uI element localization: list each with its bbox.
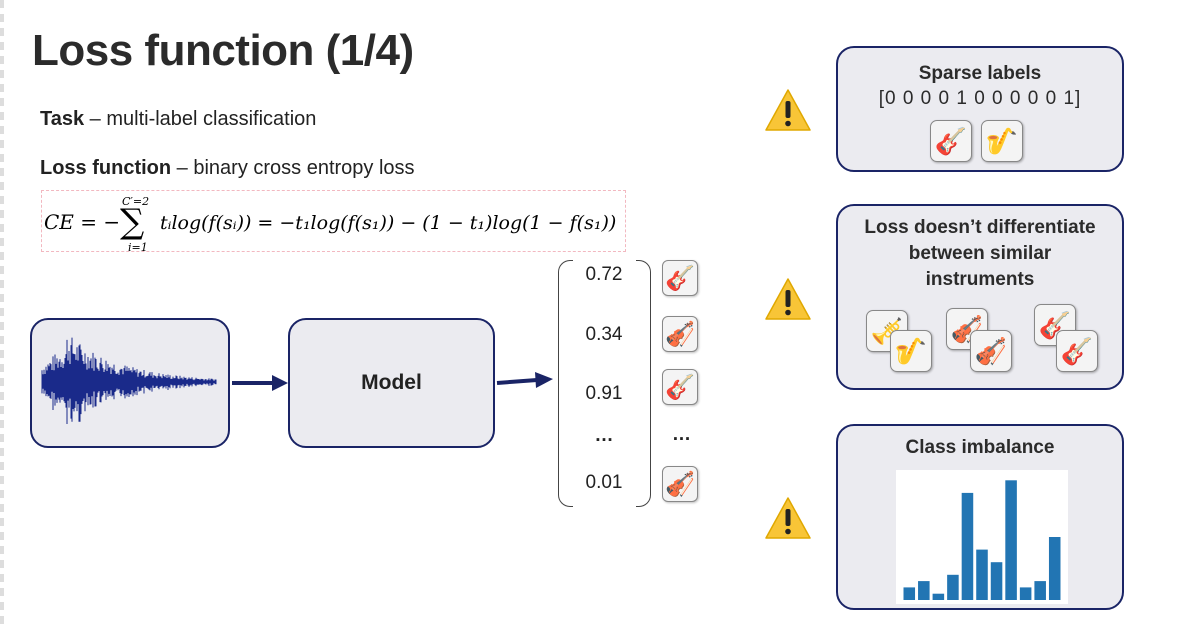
loss-label: Loss function bbox=[40, 157, 172, 179]
guitar-icon: 🎸 bbox=[662, 260, 698, 296]
arrow-to-model bbox=[232, 375, 288, 391]
imbalance-bar bbox=[918, 581, 930, 600]
score-1: 0.34 bbox=[585, 324, 623, 345]
saxophone-icon: 🎷 bbox=[890, 330, 932, 372]
imbalance-bar bbox=[1005, 480, 1017, 600]
electric-guitar-icon: 🎸 bbox=[662, 369, 698, 405]
task-line: Task – multi-label classification bbox=[40, 108, 316, 131]
model-label: Model bbox=[361, 371, 422, 394]
violin-icon: 🎻 bbox=[662, 316, 698, 352]
acoustic-guitar-icon: 🎸 bbox=[1056, 330, 1098, 372]
violin-icon: 🎻 bbox=[946, 308, 988, 350]
imbalance-bar bbox=[961, 492, 974, 600]
score-2: 0.91 bbox=[585, 383, 623, 404]
slide-edge bbox=[0, 0, 4, 630]
formula-sum-top: C′=2 bbox=[122, 195, 149, 208]
bce-formula: CE = − C′=2 ∑ i=1 tᵢlog(f(sᵢ)) = −t₁log(… bbox=[41, 190, 626, 253]
sum-symbol: ∑ bbox=[120, 202, 144, 242]
class-imbalance-title: Class imbalance bbox=[905, 437, 1055, 458]
formula-sum-bottom: i=1 bbox=[128, 241, 148, 253]
warning-icon bbox=[765, 278, 811, 320]
score-ellipsis: … bbox=[594, 425, 614, 446]
violin-bow-icon: 🎻 bbox=[662, 466, 698, 502]
similar-instruments-panel: Loss doesn’t differentiate between simil… bbox=[836, 204, 1124, 390]
model-box: Model bbox=[288, 318, 495, 448]
similar-title-line-2: between similar bbox=[908, 243, 1052, 264]
sparse-labels-vector: [0 0 0 0 1 0 0 0 0 0 1] bbox=[878, 88, 1082, 109]
class-imbalance-panel: Class imbalance bbox=[836, 424, 1124, 610]
similar-title-line-1: Loss doesn’t differentiate bbox=[864, 217, 1096, 238]
imbalance-bar bbox=[1034, 581, 1046, 600]
class-imbalance-chart bbox=[896, 470, 1068, 604]
formula-rhs: tᵢlog(f(sᵢ)) = −t₁log(f(s₁)) − (1 − t₁)l… bbox=[160, 212, 616, 234]
imbalance-bar bbox=[1048, 537, 1061, 600]
score-4: 0.01 bbox=[585, 472, 623, 493]
warning-icon bbox=[765, 89, 811, 131]
cello-icon: 🎻 bbox=[970, 330, 1012, 372]
task-label: Task bbox=[40, 108, 85, 130]
score-0: 0.72 bbox=[585, 264, 623, 285]
sparse-labels-title: Sparse labels bbox=[918, 63, 1042, 84]
imbalance-bar bbox=[947, 574, 959, 600]
imbalance-bar bbox=[990, 562, 1003, 600]
sparse-labels-panel: Sparse labels [0 0 0 0 1 0 0 0 0 0 1] 🎸 … bbox=[836, 46, 1124, 172]
vector-bracket-left bbox=[558, 260, 573, 507]
imbalance-bar bbox=[932, 593, 945, 600]
saxophone-icon: 🎷 bbox=[981, 120, 1023, 162]
slide-title: Loss function (1/4) bbox=[32, 26, 414, 75]
formula-lhs: CE = − bbox=[44, 210, 120, 234]
instrument-ellipsis: … bbox=[672, 424, 691, 445]
imbalance-bar bbox=[976, 549, 988, 600]
audio-waveform-box bbox=[30, 318, 230, 448]
waveform-icon bbox=[41, 337, 217, 424]
vector-bracket-right bbox=[636, 260, 651, 507]
warning-icon bbox=[765, 497, 811, 539]
imbalance-bar bbox=[1019, 587, 1032, 600]
electric-guitar-icon: 🎸 bbox=[930, 120, 972, 162]
imbalance-bar bbox=[903, 587, 916, 600]
loss-line: Loss function – binary cross entropy los… bbox=[40, 157, 415, 180]
task-text: – multi-label classification bbox=[84, 108, 317, 130]
arrow-to-outputs bbox=[496, 372, 553, 388]
loss-text: – binary cross entropy loss bbox=[171, 157, 415, 179]
similar-title-line-3: instruments bbox=[925, 269, 1035, 290]
